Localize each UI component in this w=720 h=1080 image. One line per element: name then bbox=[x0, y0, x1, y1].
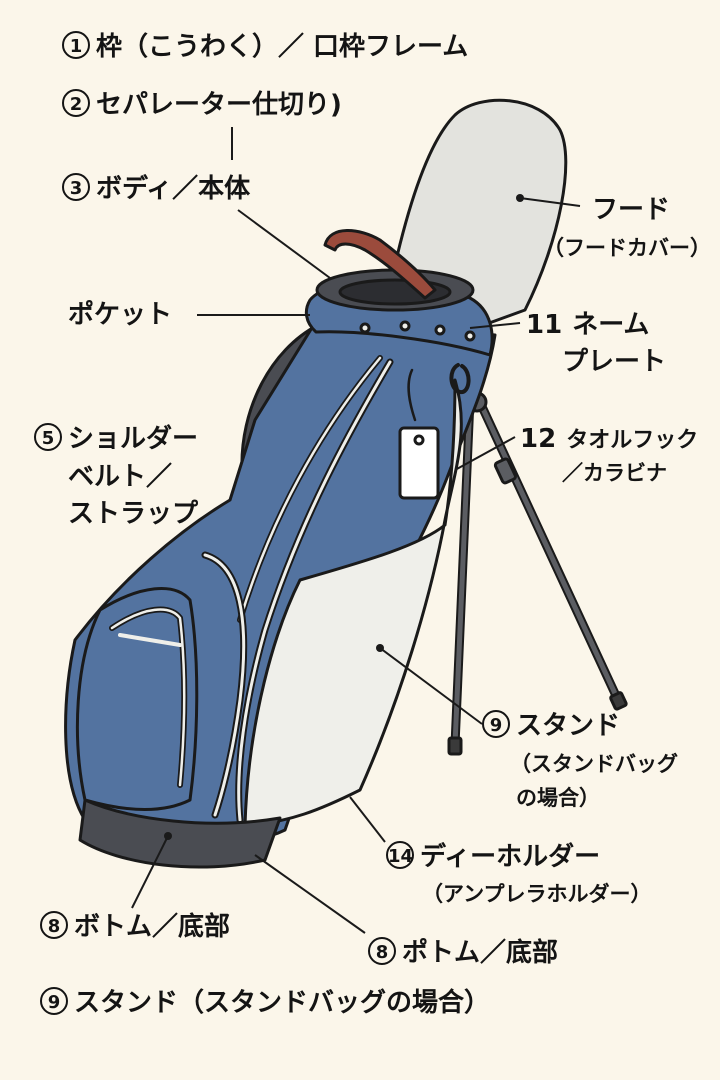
towel-hook bbox=[449, 363, 471, 394]
label-frame-number: 1 bbox=[62, 31, 90, 59]
label-separator-text: セパレーター仕切り) bbox=[96, 90, 342, 120]
label-tee-holder-sub: （アンプレラホルダー） bbox=[422, 882, 652, 906]
label-nameplate-line2: プレート bbox=[562, 347, 667, 377]
label-shoulder-line2: ベルト／ bbox=[68, 462, 173, 492]
label-towel-hook-number: 12 bbox=[520, 424, 557, 454]
label-shoulder-line3: ストラップ bbox=[68, 499, 199, 529]
label-stand-text: スタンド bbox=[516, 711, 621, 741]
label-stand-sub1: （スタンドバッグ bbox=[510, 752, 678, 776]
label-tee-holder-text: ディーホルダー bbox=[420, 842, 601, 872]
label-towel-hook-line1: タオルフック bbox=[566, 428, 699, 453]
label-stand-footer-text: スタンド（スタンドバッグの場合） bbox=[74, 988, 491, 1018]
label-bottom-right-text: ポトム／底部 bbox=[402, 938, 559, 968]
bag-bottom bbox=[78, 798, 282, 869]
label-shoulder-number: 5 bbox=[34, 423, 62, 451]
label-bottom-left-number: 8 bbox=[40, 911, 68, 939]
label-towel-hook-line2: ／カラビナ bbox=[562, 461, 667, 485]
label-bottom-right-number: 8 bbox=[368, 937, 396, 965]
leader-lines bbox=[131, 127, 581, 934]
label-bottom-left-text: ボトム／底部 bbox=[74, 912, 231, 942]
label-body-text: ボディ／本体 bbox=[96, 174, 251, 204]
label-separator-number: 2 bbox=[62, 89, 90, 117]
label-nameplate-line1: ネーム bbox=[572, 310, 650, 340]
label-stand-sub2: の場合） bbox=[516, 786, 600, 810]
label-body-number: 3 bbox=[62, 173, 90, 201]
label-shoulder-line1: ショルダー bbox=[68, 424, 199, 454]
label-pocket: ポケット bbox=[68, 300, 173, 330]
label-hood: フード bbox=[592, 195, 671, 225]
label-hood-sub: （フードカバー） bbox=[543, 236, 711, 260]
label-nameplate-number: 11 bbox=[526, 310, 563, 340]
carry-handle bbox=[323, 229, 437, 300]
label-tee-holder-number: 14 bbox=[386, 841, 414, 869]
label-nameplate: 11 ネーム bbox=[526, 308, 649, 342]
label-towel-hook: 12 タオルフック bbox=[520, 422, 698, 458]
name-plate bbox=[398, 426, 440, 500]
label-stand-footer-number: 9 bbox=[40, 987, 68, 1015]
label-stand-number: 9 bbox=[482, 710, 510, 738]
label-frame-text: 枠（こうわく）／ 口枠フレーム bbox=[96, 32, 469, 62]
